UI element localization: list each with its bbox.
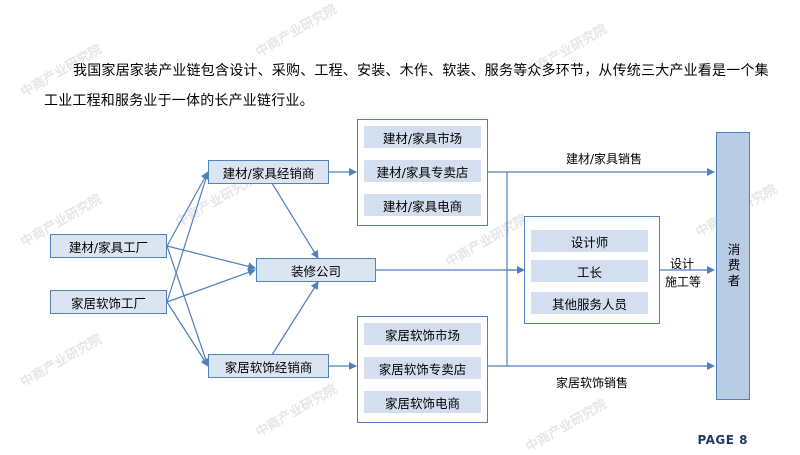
- node-foreman: 工长: [531, 260, 648, 282]
- intro-paragraph: 我国家居家装产业链包含设计、采购、工程、安装、木作、软装、服务等众多环节，从传统…: [44, 63, 769, 109]
- node-building-store: 建材/家具专卖店: [364, 160, 481, 182]
- label-design-line1: 设计: [670, 257, 695, 271]
- node-building-ecommerce: 建材/家具电商: [364, 194, 481, 216]
- node-dealer-building: 建材/家具经销商: [208, 160, 329, 184]
- node-soft-market: 家居软饰市场: [364, 323, 481, 345]
- node-designer: 设计师: [531, 230, 648, 252]
- node-decoration-company: 装修公司: [256, 258, 376, 282]
- label-design-line2: 施工等: [665, 275, 702, 289]
- edge-dealer-building-to-decoration: [269, 179, 319, 259]
- edge-factory-building-to-dealer-soft: [166, 245, 210, 367]
- label-soft-sales: 家居软饰销售: [556, 376, 629, 390]
- edge-factory-soft-to-decoration: [166, 268, 256, 303]
- edge-factory-soft-to-dealer-soft: [166, 301, 209, 367]
- node-consumer: 消费者: [716, 132, 750, 400]
- edge-factory-soft-to-dealer-building: [166, 171, 210, 303]
- node-soft-store: 家居软饰专卖店: [364, 357, 481, 379]
- node-building-market: 建材/家具市场: [364, 126, 481, 148]
- node-factory-building: 建材/家具工厂: [50, 234, 167, 258]
- page-number: PAGE 8: [697, 433, 748, 447]
- edge-dealer-soft-to-decoration: [269, 281, 319, 359]
- edge-factory-building-to-decoration: [166, 245, 256, 271]
- node-other-service: 其他服务人员: [531, 292, 648, 314]
- label-building-sales: 建材/家具销售: [566, 152, 643, 166]
- node-dealer-soft: 家居软饰经销商: [208, 354, 329, 378]
- node-soft-ecommerce: 家居软饰电商: [364, 391, 481, 413]
- edge-factory-building-to-dealer-building: [166, 171, 209, 247]
- node-factory-soft: 家居软饰工厂: [50, 290, 167, 314]
